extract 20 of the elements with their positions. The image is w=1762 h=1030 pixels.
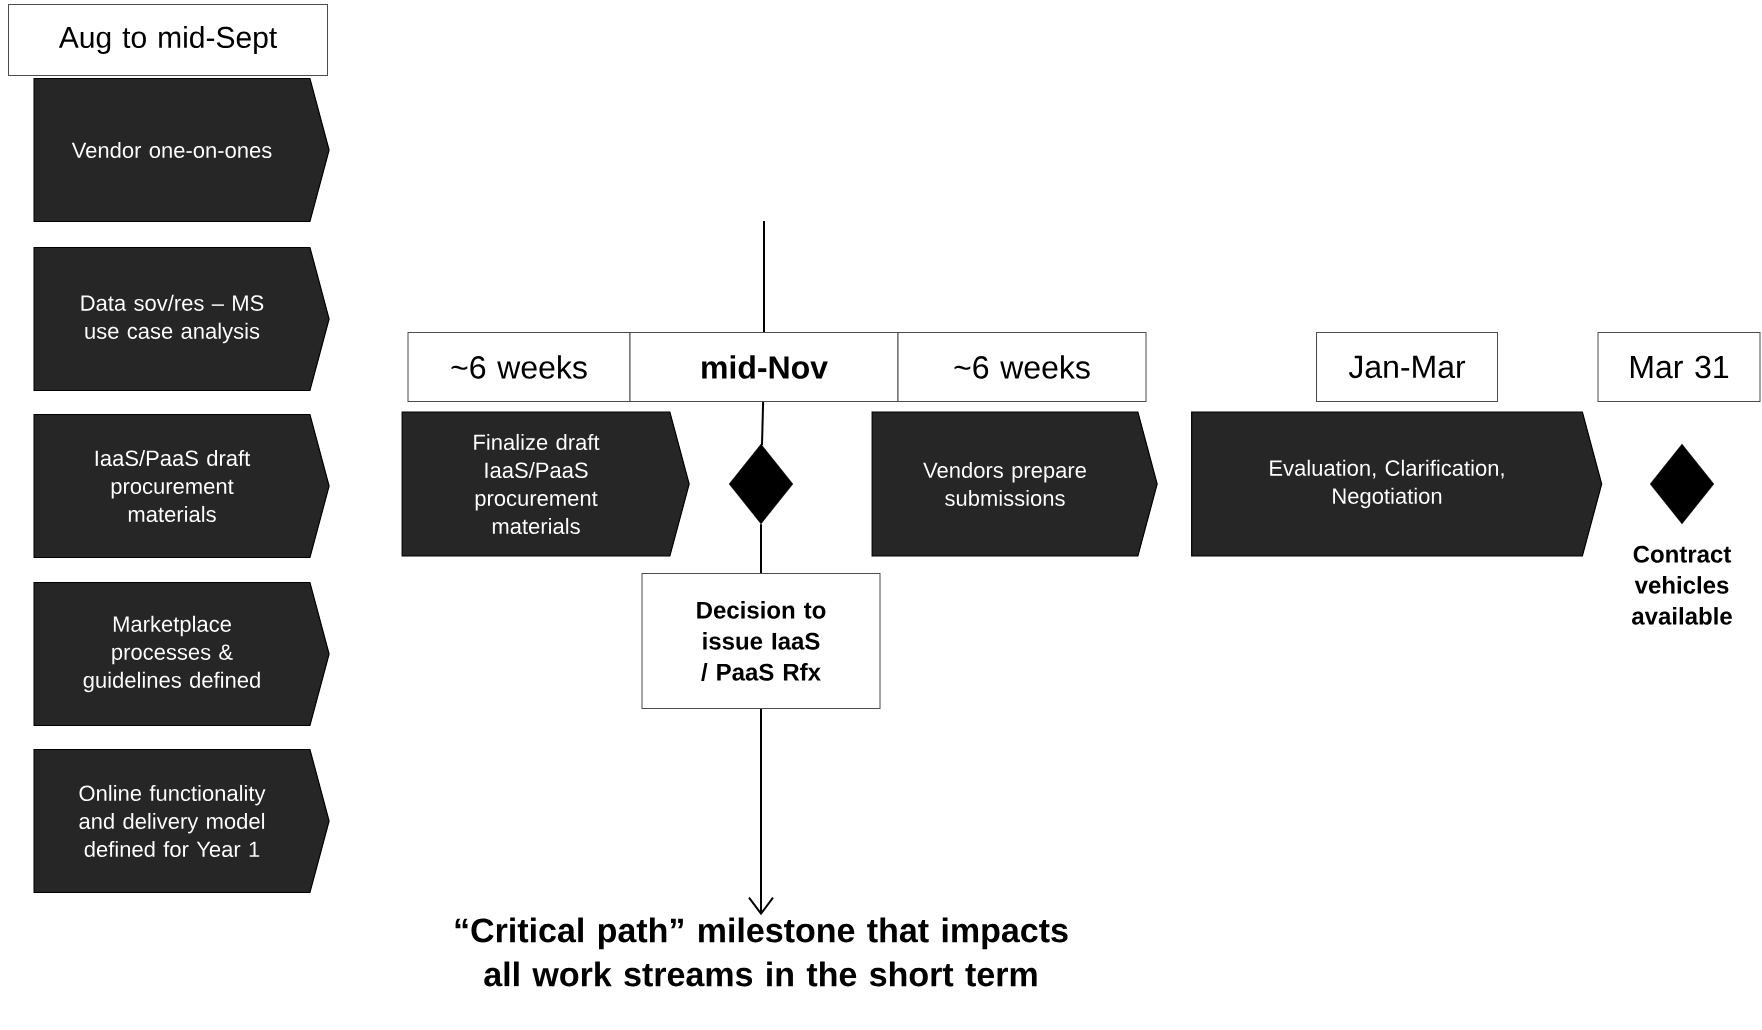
caption-text: Contract vehicles available xyxy=(1632,545,1732,625)
label-box: Mar 31 xyxy=(1597,332,1761,402)
task-box: Marketplace processes & guidelines defined xyxy=(33,581,330,727)
task-box: Finalize draft IaaS/PaaS procurement materials xyxy=(401,411,690,557)
label-box: Jan-Mar xyxy=(1316,332,1498,402)
label-box: mid-Nov xyxy=(629,332,899,402)
milestone-diamond xyxy=(728,443,794,525)
label-box: Aug to mid-Sept xyxy=(8,4,328,76)
task-box: Vendor one-on-ones xyxy=(33,77,330,223)
task-box: Data sov/res – MS use case analysis xyxy=(33,246,330,392)
label-box: ~6 weeks xyxy=(407,332,631,402)
task-box: Online functionality and delivery model defined for Year 1 xyxy=(33,748,330,894)
milestone-diamond xyxy=(1649,443,1715,525)
task-box: Evaluation, Clarification, Negotiation xyxy=(1191,411,1603,557)
note-text: “Critical path” milestone that impacts all work streams in the short term xyxy=(455,917,1068,987)
connector-arrow xyxy=(748,708,774,916)
task-box: Vendors prepare submissions xyxy=(871,411,1158,557)
label-box: Decision to issue IaaS / PaaS Rfx xyxy=(641,573,881,709)
label-box: ~6 weeks xyxy=(897,332,1147,402)
task-box: IaaS/PaaS draft procurement materials xyxy=(33,413,330,559)
